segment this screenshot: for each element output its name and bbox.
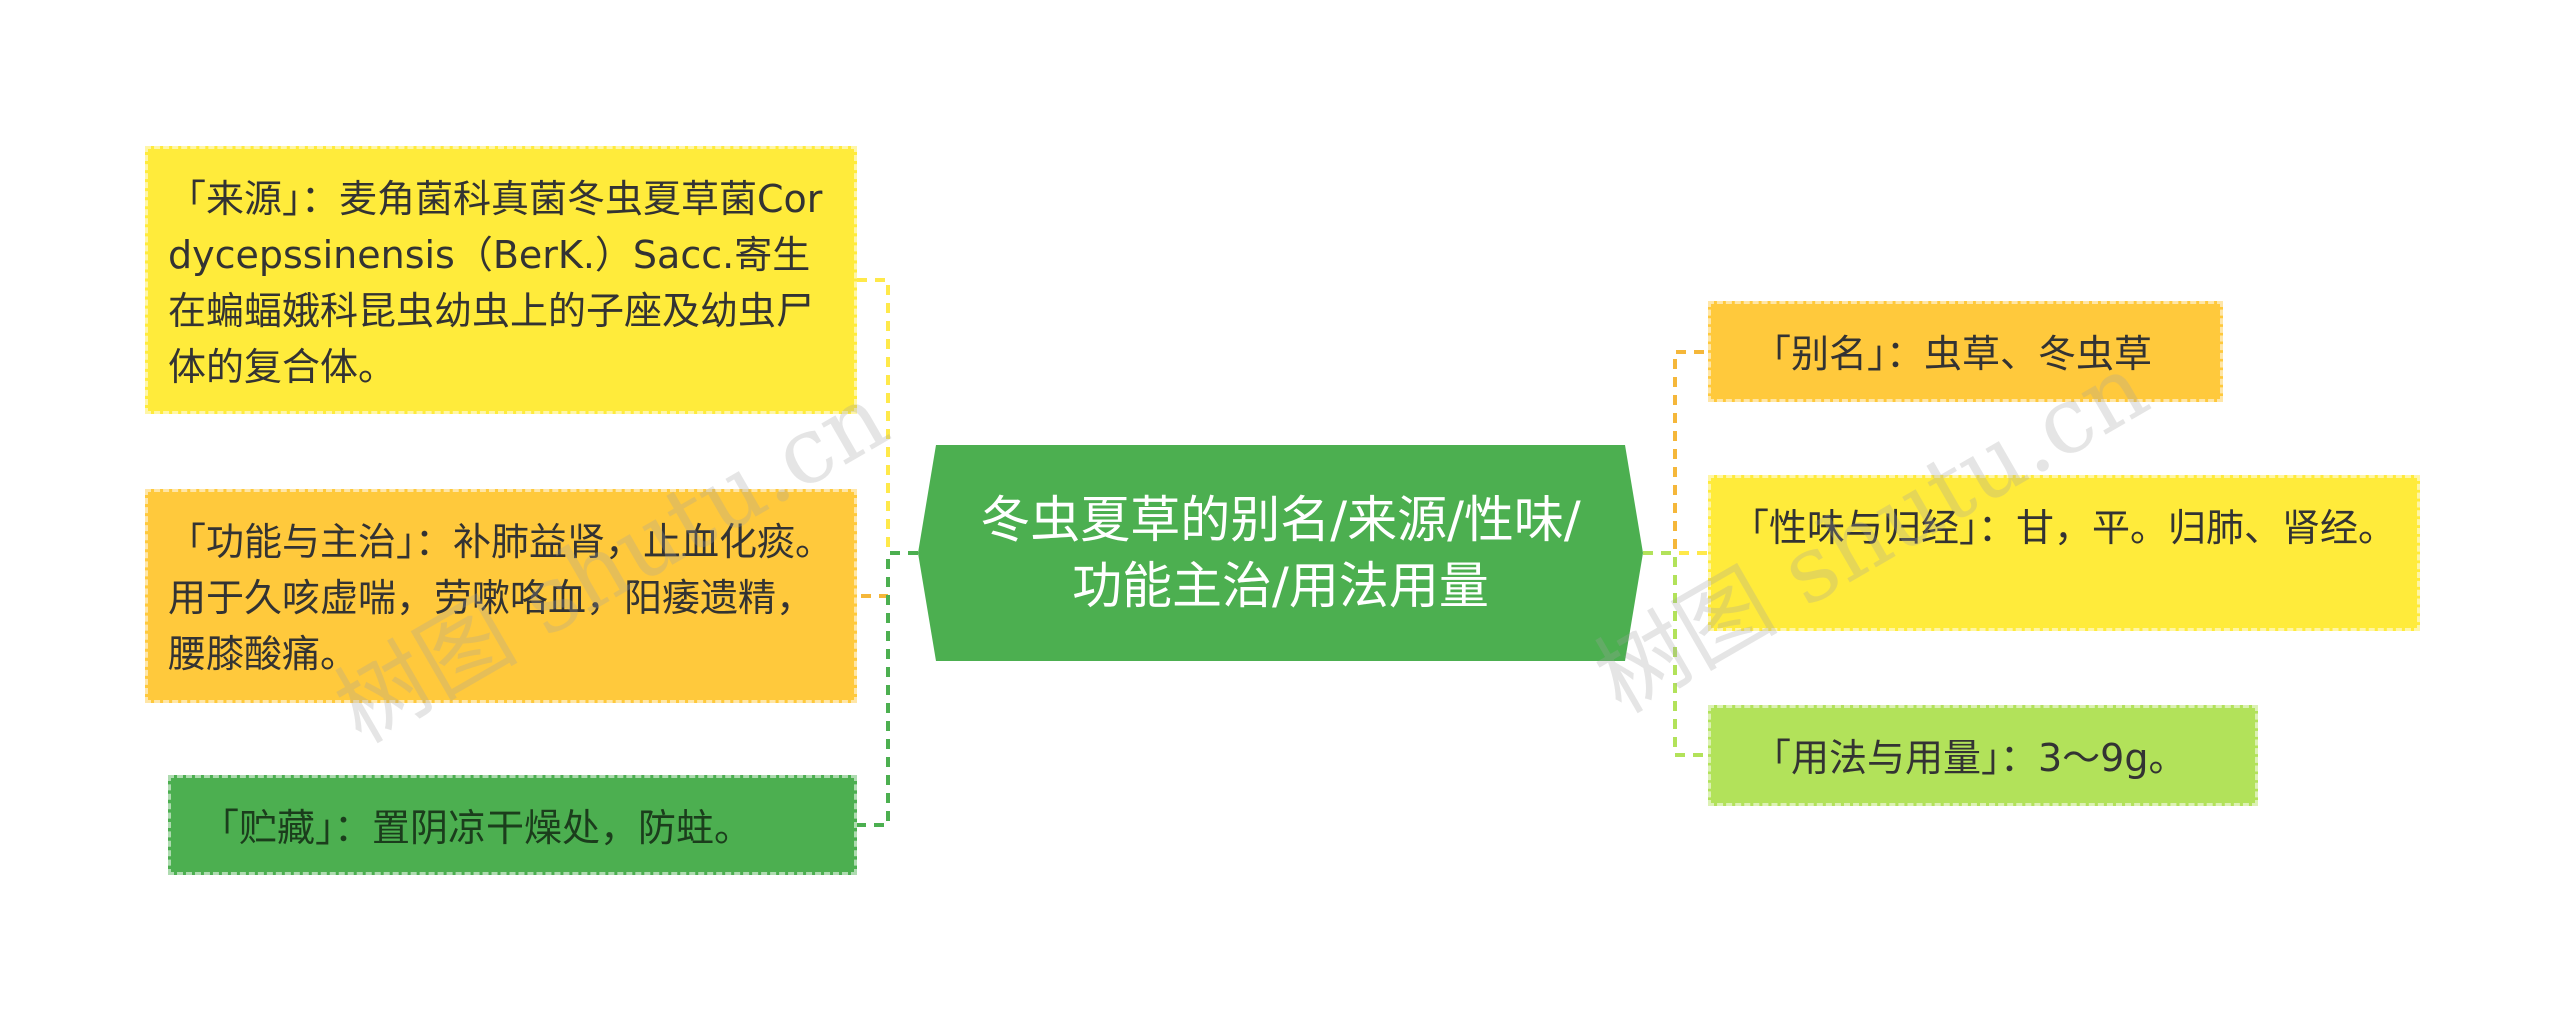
center-hexagon-shape (918, 445, 1643, 661)
node-taste-meridian[interactable]: 「性味与归经」：甘，平。归肺、肾经。 (1708, 475, 2420, 631)
node-usage-text: 「用法与用量」：3～9g。 (1753, 736, 2187, 780)
node-source-text: 「来源」：麦角菌科真菌冬虫夏草菌Cordycepssinensis（BerK.）… (168, 177, 823, 389)
node-storage[interactable]: 「贮藏」：置阴凉干燥处，防蛀。 (168, 775, 857, 875)
connector-source (857, 278, 918, 555)
node-source[interactable]: 「来源」：麦角菌科真菌冬虫夏草菌Cordycepssinensis（BerK.）… (145, 146, 857, 414)
connector-usage (1643, 551, 1708, 757)
connector-alias (1643, 350, 1708, 555)
center-node[interactable]: 冬虫夏草的别名/来源/性味/功能主治/用法用量 (918, 445, 1643, 661)
center-title: 冬虫夏草的别名/来源/性味/功能主治/用法用量 (980, 491, 1581, 615)
node-alias-text: 「别名」：虫草、冬虫草 (1753, 332, 2153, 376)
node-function-indication[interactable]: 「功能与主治」：补肺益肾，止血化痰。用于久咳虚喘，劳嗽咯血，阳痿遗精，腰膝酸痛。 (145, 489, 857, 703)
connector-storage (857, 551, 918, 827)
node-storage-text: 「贮藏」：置阴凉干燥处，防蛀。 (201, 806, 753, 850)
node-taste-text: 「性味与归经」：甘，平。归肺、肾经。 (1731, 506, 2397, 550)
node-function-text: 「功能与主治」：补肺益肾，止血化痰。用于久咳虚喘，劳嗽咯血，阳痿遗精，腰膝酸痛。 (168, 520, 834, 676)
node-alias[interactable]: 「别名」：虫草、冬虫草 (1708, 301, 2223, 402)
node-usage-dosage[interactable]: 「用法与用量」：3～9g。 (1708, 705, 2258, 806)
